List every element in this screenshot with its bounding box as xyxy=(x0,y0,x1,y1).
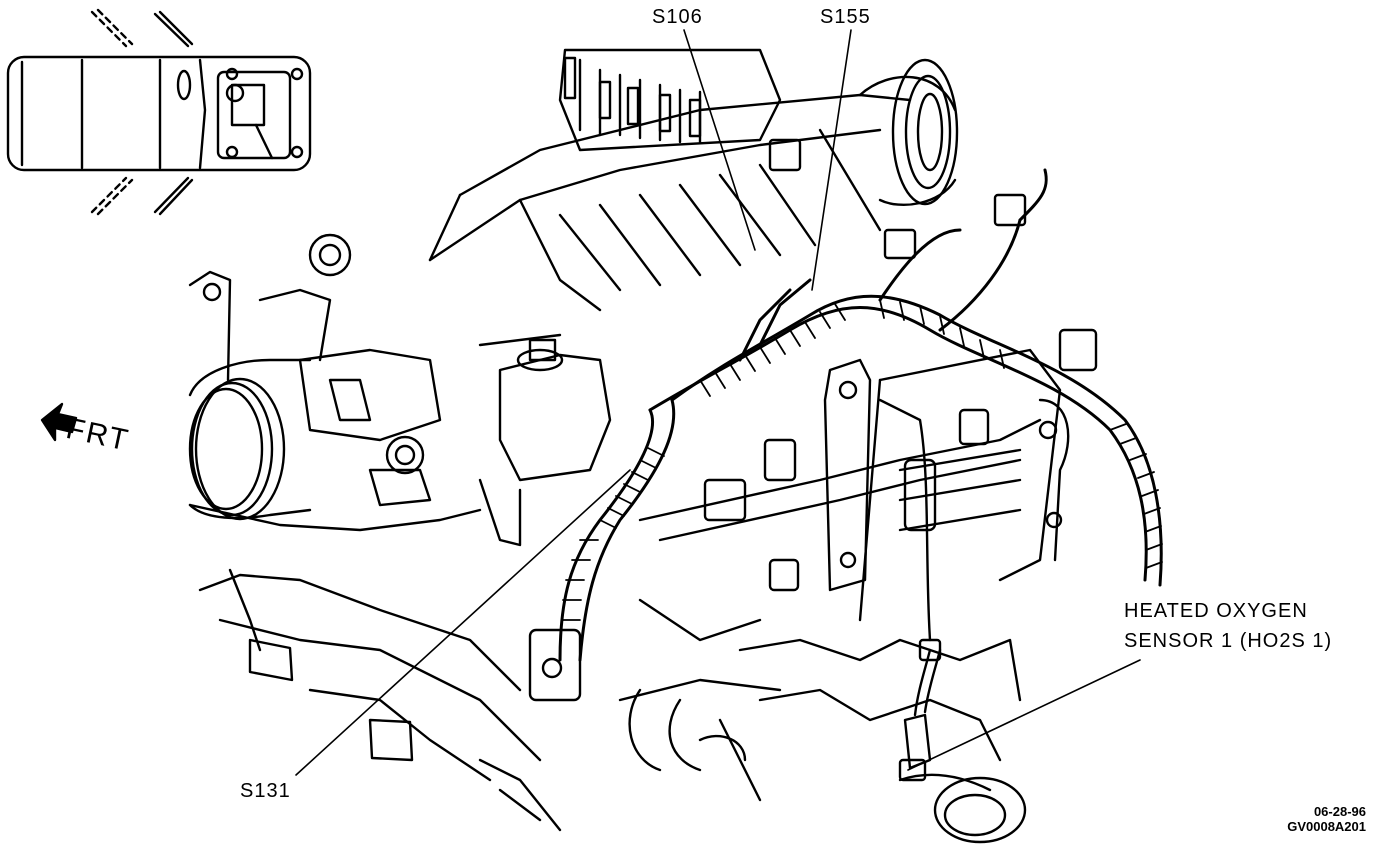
bracket xyxy=(823,358,872,592)
callout-leaders xyxy=(295,29,1141,776)
figure-date: 06-28-96 xyxy=(1313,804,1366,819)
electrical-connectors xyxy=(528,138,1098,702)
throttle-body xyxy=(188,233,442,521)
harness-corrugation xyxy=(561,299,1163,621)
exhaust-manifold xyxy=(628,638,1027,844)
ignition-module xyxy=(558,48,782,152)
callout-s131: S131 xyxy=(240,780,291,802)
wiring-harness xyxy=(558,168,1163,662)
figure-code: GV0008A201 xyxy=(1287,819,1366,834)
callout-s155: S155 xyxy=(820,6,871,28)
engine-block xyxy=(618,348,1070,702)
lower-cradle xyxy=(188,503,562,832)
oxygen-sensor xyxy=(878,398,942,782)
callout-ho2s-line1: HEATED OXYGEN xyxy=(1124,600,1308,622)
intake-plenum xyxy=(428,58,959,312)
front-arrow-icon xyxy=(40,402,78,442)
egr-valve xyxy=(478,333,612,547)
callout-ho2s-line2: SENSOR 1 (HO2S 1) xyxy=(1124,630,1333,652)
callout-s106: S106 xyxy=(652,6,703,28)
vehicle-locator-inset xyxy=(6,8,312,216)
